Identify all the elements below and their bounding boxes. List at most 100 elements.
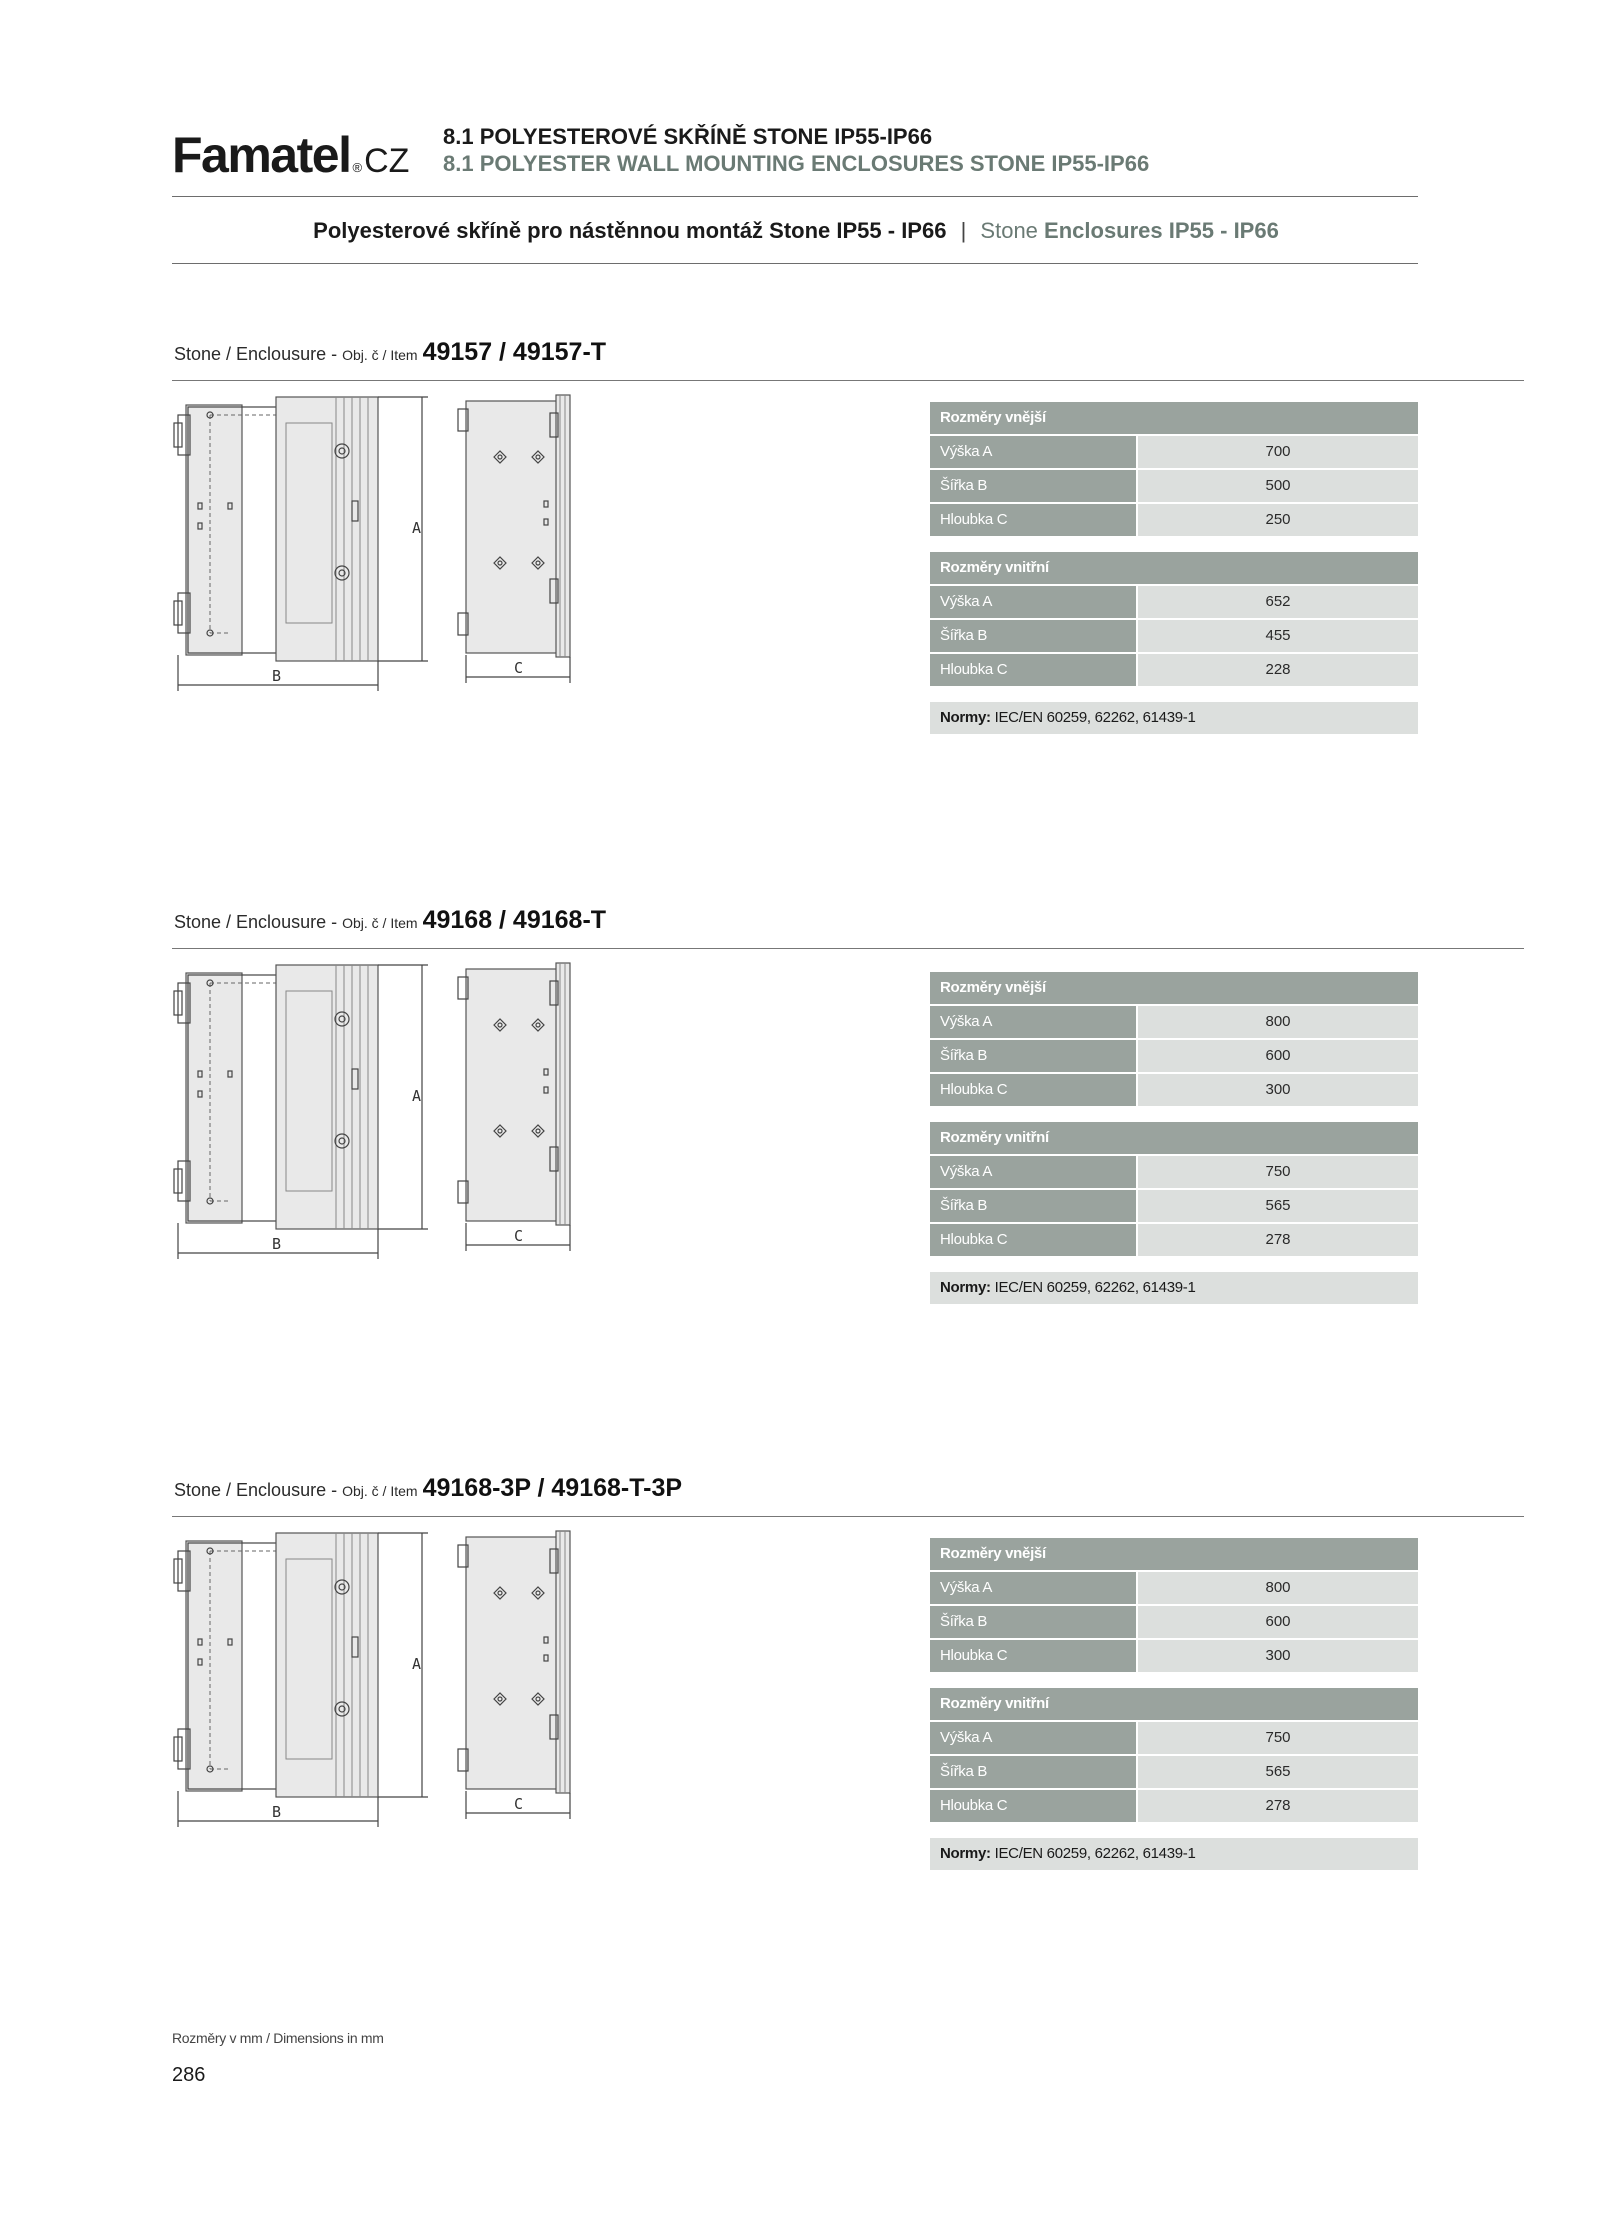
- spec-label: Hloubka C: [930, 1074, 1136, 1106]
- product-title-prefix: Stone / Enclousure -: [174, 344, 343, 364]
- product-section: Stone / Enclousure - Obj. č / Item 49157…: [0, 338, 1600, 898]
- spec-inner-heading: Rozměry vnitřní: [930, 1122, 1418, 1154]
- spec-norms: Normy: IEC/EN 60259, 62262, 61439-1: [930, 1272, 1418, 1304]
- product-title-rule: [172, 380, 1524, 381]
- front-view: A B: [173, 1532, 428, 1827]
- norms-label: Normy:: [940, 709, 991, 726]
- dimension-label-b: B: [272, 1803, 281, 1821]
- product-title-prefix: Stone / Enclousure -: [174, 1480, 343, 1500]
- spec-value: 278: [1138, 1224, 1418, 1256]
- spec-outer-heading: Rozměry vnější: [930, 1538, 1418, 1570]
- enclosure-technical-drawing: A B C: [173, 1530, 571, 1827]
- spec-value: 800: [1138, 1006, 1418, 1038]
- front-view: A B: [173, 396, 428, 691]
- dimensions-note-sep: /: [262, 2030, 274, 2046]
- product-title: Stone / Enclousure - Obj. č / Item 49168…: [174, 906, 606, 935]
- enclosure-drawing: A B C: [168, 961, 598, 1276]
- spec-value: 600: [1138, 1606, 1418, 1638]
- spec-norms: Normy: IEC/EN 60259, 62262, 61439-1: [930, 702, 1418, 734]
- brand-tld: CZ: [364, 142, 410, 180]
- header-rule-top: [172, 196, 1418, 197]
- enclosure-technical-drawing: A B C: [173, 394, 571, 691]
- product-title-item-label: Obj. č / Item: [342, 915, 418, 931]
- spec-value: 500: [1138, 470, 1418, 502]
- spec-value: 278: [1138, 1790, 1418, 1822]
- side-view: C: [457, 1530, 571, 1819]
- page-number: 286: [172, 2064, 206, 2086]
- page-subtitle: Polyesterové skříně pro nástěnnou montáž…: [173, 218, 1419, 244]
- product-code: 49168 / 49168-T: [422, 906, 607, 934]
- product-section: Stone / Enclousure - Obj. č / Item 49168…: [0, 906, 1600, 1466]
- norms-value: IEC/EN 60259, 62262, 61439-1: [994, 1845, 1196, 1862]
- header-rule-bottom: [172, 263, 1418, 264]
- spec-label: Výška A: [930, 586, 1136, 618]
- product-title-item-label: Obj. č / Item: [342, 347, 418, 363]
- spec-label: Šířka B: [930, 1606, 1136, 1638]
- enclosure-drawing: A B C: [168, 393, 598, 708]
- chapter-titles: 8.1 POLYESTEROVÉ SKŘÍNĚ STONE IP55-IP66 …: [443, 123, 1149, 177]
- subtitle-en-bold: Enclosures IP55 - IP66: [1044, 218, 1279, 243]
- spec-value: 700: [1138, 436, 1418, 468]
- spec-label: Hloubka C: [930, 1640, 1136, 1672]
- norms-label: Normy:: [940, 1845, 991, 1862]
- spec-value: 300: [1138, 1640, 1418, 1672]
- spec-label: Hloubka C: [930, 1790, 1136, 1822]
- spec-label: Šířka B: [930, 1040, 1136, 1072]
- product-title: Stone / Enclousure - Obj. č / Item 49168…: [174, 1474, 682, 1503]
- subtitle-cz: Polyesterové skříně pro nástěnnou montáž…: [313, 218, 947, 243]
- spec-value: 565: [1138, 1190, 1418, 1222]
- spec-label: Hloubka C: [930, 1224, 1136, 1256]
- subtitle-separator: |: [960, 218, 967, 243]
- dimension-label-a: A: [412, 1655, 421, 1673]
- spec-value: 800: [1138, 1572, 1418, 1604]
- spec-value: 652: [1138, 586, 1418, 618]
- spec-value: 750: [1138, 1156, 1418, 1188]
- spec-value: 300: [1138, 1074, 1418, 1106]
- front-view: A B: [173, 964, 428, 1259]
- spec-norms: Normy: IEC/EN 60259, 62262, 61439-1: [930, 1838, 1418, 1870]
- chapter-title-en: 8.1 POLYESTER WALL MOUNTING ENCLOSURES S…: [443, 151, 1150, 176]
- norms-label: Normy:: [940, 1279, 991, 1296]
- spec-value: 565: [1138, 1756, 1418, 1788]
- product-section: Stone / Enclousure - Obj. č / Item 49168…: [0, 1474, 1600, 2034]
- product-title-item-label: Obj. č / Item: [342, 1483, 418, 1499]
- spec-label: Šířka B: [930, 470, 1136, 502]
- spec-label: Šířka B: [930, 620, 1136, 652]
- subtitle-en-light: Stone: [980, 218, 1038, 243]
- spec-inner-heading: Rozměry vnitřní: [930, 552, 1418, 584]
- dimensions-note-en: Dimensions in mm: [273, 2030, 384, 2046]
- side-view: C: [457, 394, 571, 683]
- brand-registered-mark: ®: [352, 160, 363, 175]
- norms-value: IEC/EN 60259, 62262, 61439-1: [994, 709, 1196, 726]
- spec-inner-heading: Rozměry vnitřní: [930, 1688, 1418, 1720]
- spec-label: Výška A: [930, 1006, 1136, 1038]
- dimension-label-c: C: [514, 1795, 523, 1813]
- spec-label: Hloubka C: [930, 504, 1136, 536]
- spec-label: Šířka B: [930, 1190, 1136, 1222]
- spec-outer-heading: Rozměry vnější: [930, 402, 1418, 434]
- dimension-label-c: C: [514, 659, 523, 677]
- spec-label: Hloubka C: [930, 654, 1136, 686]
- product-code: 49168-3P / 49168-T-3P: [422, 1474, 683, 1502]
- chapter-title-cz: 8.1 POLYESTEROVÉ SKŘÍNĚ STONE IP55-IP66: [443, 124, 933, 149]
- dimension-label-c: C: [514, 1227, 523, 1245]
